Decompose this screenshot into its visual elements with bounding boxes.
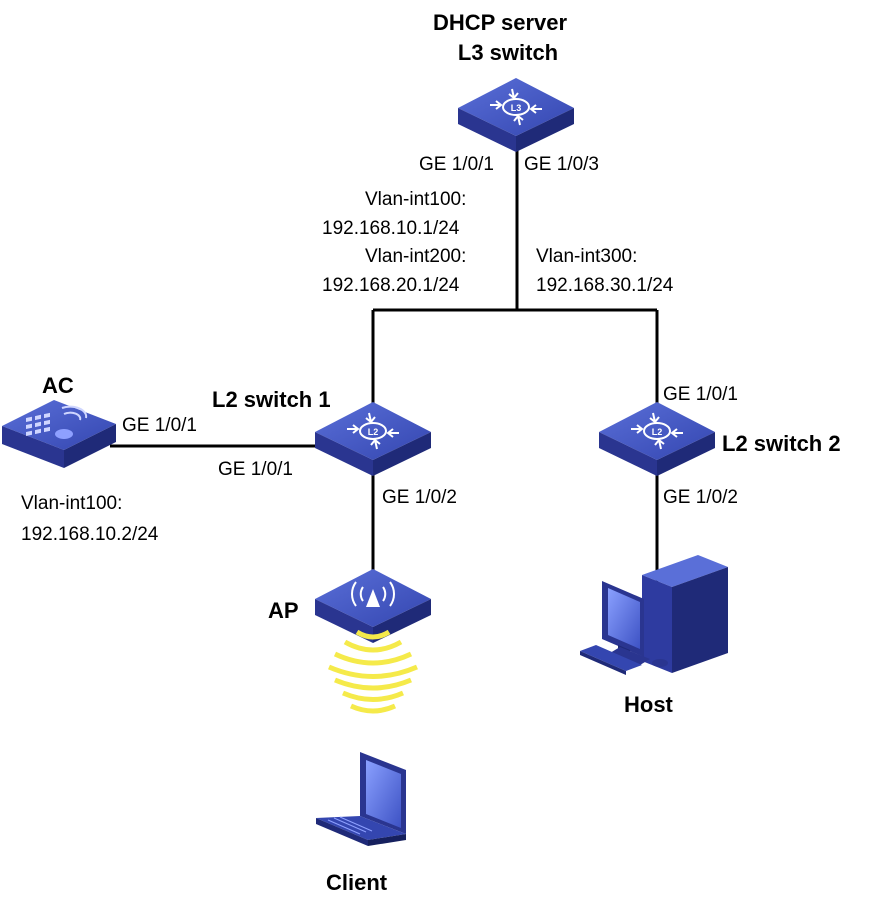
ac-vlan-name-label: Vlan-int100:: [21, 493, 122, 514]
l2-switch-2-port-up-label: GE 1/0/1: [663, 384, 738, 405]
svg-text:L2: L2: [368, 427, 379, 437]
ac-vlan-ip-label: 192.168.10.2/24: [21, 524, 159, 545]
l2-switch-1-port-ap-label: GE 1/0/2: [382, 487, 457, 508]
svg-text:L3: L3: [511, 103, 522, 113]
l2-switch-2[interactable]: L2: [599, 402, 715, 476]
l2-switch-2-port-down-label: GE 1/0/2: [663, 487, 738, 508]
l2-switch-1-port-ac-label: GE 1/0/1: [218, 459, 293, 480]
host-title: Host: [624, 692, 674, 717]
vlan200-name-label: Vlan-int200:: [365, 246, 466, 267]
laptop-keyboard-icon: [327, 816, 373, 835]
vlan300-name-label: Vlan-int300:: [536, 246, 637, 267]
svg-text:L2: L2: [652, 427, 663, 437]
l3-switch-title-line2: L3 switch: [458, 40, 558, 65]
switch-arrows-icon: L2: [347, 412, 399, 450]
l3-switch[interactable]: L3: [458, 78, 574, 152]
host-computer-icon[interactable]: [580, 555, 728, 675]
vlan100-ip-label: 192.168.10.1/24: [322, 218, 460, 239]
ap-title: AP: [268, 598, 299, 623]
l3-port-right-label: GE 1/0/3: [524, 154, 599, 175]
switch-arrows-icon: L3: [490, 88, 542, 126]
access-controller[interactable]: [2, 400, 116, 468]
wifi-antenna-icon: [351, 581, 395, 607]
keypad-icon: [26, 412, 50, 436]
ac-title: AC: [42, 373, 74, 398]
ac-port-label: GE 1/0/1: [122, 415, 197, 436]
l2-switch-1-title: L2 switch 1: [212, 387, 331, 412]
vlan200-ip-label: 192.168.20.1/24: [322, 275, 460, 296]
switch-arrows-icon: L2: [631, 412, 683, 450]
vlan100-name-label: Vlan-int100:: [365, 189, 466, 210]
client-title: Client: [326, 870, 388, 895]
l2-switch-2-title: L2 switch 2: [722, 431, 841, 456]
labels: DHCP server L3 switch GE 1/0/1 GE 1/0/3 …: [21, 10, 841, 895]
client-laptop-icon[interactable]: [316, 752, 406, 846]
l2-switch-1[interactable]: L2: [315, 402, 431, 476]
vlan300-ip-label: 192.168.30.1/24: [536, 275, 674, 296]
l3-switch-title-line1: DHCP server: [433, 10, 568, 35]
l3-port-left-label: GE 1/0/1: [419, 154, 494, 175]
access-point[interactable]: [315, 569, 431, 643]
wireless-signal-icon: [328, 629, 418, 714]
signal-icon: [55, 405, 88, 439]
links: [110, 145, 659, 590]
